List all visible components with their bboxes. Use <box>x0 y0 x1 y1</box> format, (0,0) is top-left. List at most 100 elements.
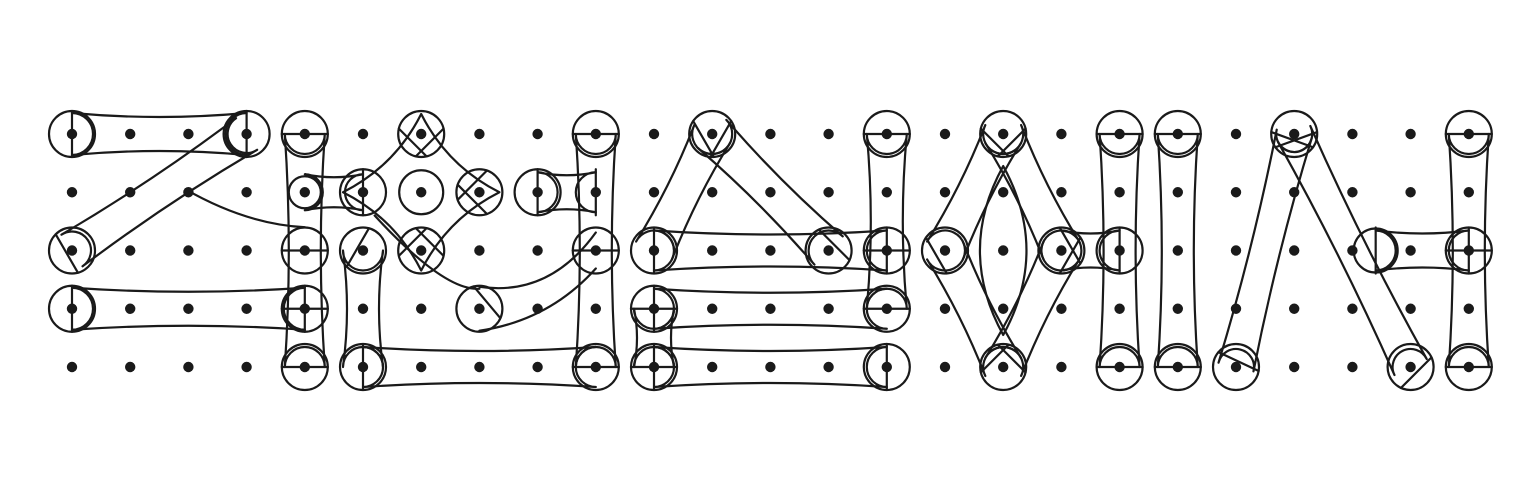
grid-dot <box>881 361 892 373</box>
grid-dot <box>241 361 252 373</box>
node-ring <box>920 226 970 275</box>
grid-dot <box>474 361 485 373</box>
grid-dot <box>416 245 427 256</box>
glyph-1-top-bar <box>70 111 248 157</box>
grid-dot <box>1172 245 1184 256</box>
grid-dot <box>299 361 310 373</box>
grid-dot <box>1056 187 1067 198</box>
node-ring <box>1270 109 1319 159</box>
node-ring <box>397 109 446 159</box>
grid-dot <box>590 361 601 373</box>
grid-dot <box>474 245 485 256</box>
grid-dot <box>1289 187 1300 198</box>
ring-chord <box>456 169 489 201</box>
glyph-3-right-leg <box>696 118 844 266</box>
node-ring <box>338 226 388 275</box>
grid-dot <box>357 361 369 373</box>
grid-dot <box>1347 361 1358 373</box>
grid-dot <box>998 187 1009 198</box>
grid-dot <box>1347 187 1358 198</box>
grid-dot <box>648 128 660 140</box>
grid-dot <box>998 303 1009 314</box>
node-ring <box>455 168 504 217</box>
glyph-2-swoop-a <box>478 231 597 290</box>
grid-dot <box>183 187 194 198</box>
grid-dot <box>299 128 310 140</box>
ring-chord <box>414 127 445 158</box>
node-ring <box>287 175 322 210</box>
grid-dots-layer <box>66 128 1475 373</box>
grid-dot <box>1172 128 1184 140</box>
node-ring <box>397 226 446 275</box>
grid-dot <box>1405 361 1416 373</box>
grid-dot <box>1172 361 1184 373</box>
grid-dot <box>1405 303 1416 314</box>
node-ring <box>47 226 97 275</box>
grid-dot <box>183 245 194 256</box>
grid-dot <box>707 128 718 140</box>
grid-dot <box>1114 361 1125 373</box>
grid-dot <box>357 245 369 256</box>
grid-dot <box>939 303 951 314</box>
grid-dot <box>648 361 660 373</box>
grid-dot <box>881 128 892 140</box>
grid-dot <box>1289 245 1300 256</box>
grid-dot <box>939 245 951 256</box>
grid-dot <box>1230 245 1242 256</box>
grid-dot <box>416 128 427 140</box>
glyph-2-center-ring <box>398 169 445 216</box>
node-ring <box>455 284 504 333</box>
grid-dot <box>1347 128 1358 140</box>
grid-dot <box>590 245 601 256</box>
grid-dot <box>416 361 427 373</box>
ring-chord <box>345 227 371 268</box>
grid-dot <box>1347 245 1358 256</box>
ring-chord <box>692 119 715 159</box>
node-ring <box>1211 342 1261 392</box>
ring-chord <box>472 285 502 320</box>
grid-dot <box>532 187 543 198</box>
grid-dot <box>532 361 543 373</box>
grid-dot <box>707 361 718 373</box>
grid-dot <box>939 128 951 140</box>
grid-dot <box>1405 128 1416 140</box>
grid-dot <box>125 361 136 373</box>
grid-dot <box>125 245 136 256</box>
grid-dot <box>532 245 543 256</box>
glyph-2-base <box>361 345 597 389</box>
grid-dot <box>823 128 834 140</box>
grid-dot <box>474 128 485 140</box>
grid-dot <box>474 303 485 314</box>
glyph-2-right-link <box>536 171 597 214</box>
grid-dot <box>648 303 660 314</box>
grid-dot <box>299 245 310 256</box>
grid-dot <box>66 187 78 198</box>
grid-dot <box>357 303 369 314</box>
grid-dot <box>299 303 310 314</box>
grid-dot <box>241 303 252 314</box>
glyph-4-lower-right <box>984 240 1081 378</box>
grid-dot <box>125 187 136 198</box>
grid-dot <box>765 303 776 314</box>
grid-dot <box>241 245 252 256</box>
grid-dot <box>183 303 194 314</box>
grid-dot <box>707 187 718 198</box>
ring-chord <box>996 127 1027 158</box>
grid-dot <box>357 187 369 198</box>
node-ring <box>979 342 1028 392</box>
glyph-5-right-leg <box>1277 124 1428 377</box>
grid-dot <box>66 245 78 256</box>
grid-dot <box>1056 245 1067 256</box>
ring-chord <box>1058 236 1082 275</box>
node-ring <box>804 226 853 275</box>
ring-chord <box>1270 130 1315 149</box>
grid-dot <box>1289 303 1300 314</box>
grid-dot <box>1463 303 1475 314</box>
grid-dot <box>765 128 776 140</box>
grid-dot <box>1172 187 1184 198</box>
grid-dot <box>66 361 78 373</box>
grid-dot <box>66 303 78 314</box>
ring-chord <box>1058 226 1082 265</box>
